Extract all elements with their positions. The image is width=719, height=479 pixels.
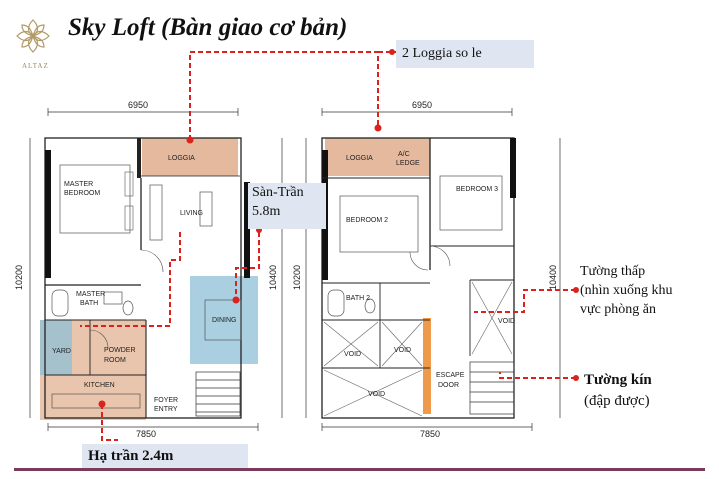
right-room-bedroom3: BEDROOM 3	[456, 186, 498, 193]
left-room-loggia: LOGGIA	[168, 155, 195, 162]
right-room-void-d: VOID	[498, 318, 515, 325]
right-room-void-a: VOID	[344, 351, 361, 358]
right-room-escape-1: ESCAPE	[436, 372, 465, 379]
left-room-master-1: MASTER	[64, 181, 93, 188]
floorplan-left: 6950 7850 10200 10400	[14, 100, 283, 439]
callout-ha-tran: Hạ trần 2.4m	[82, 444, 248, 468]
left-room-foyer-2: ENTRY	[154, 406, 178, 413]
callout-ha-tran-text: Hạ trần 2.4m	[88, 448, 174, 464]
callout-tuong-kin-line2: (đập được)	[584, 393, 650, 409]
left-room-kitchen: KITCHEN	[84, 382, 115, 389]
callout-loggia: 2 Loggia so le	[396, 40, 534, 68]
right-room-ac-1: A/C	[398, 151, 410, 158]
left-dim-left: 10200	[14, 265, 24, 290]
right-room-void-c: VOID	[368, 391, 385, 398]
right-room-bath2: BATH 2	[346, 295, 370, 302]
callout-san-tran-line1: Sàn-Trần	[252, 185, 304, 200]
right-room-loggia: LOGGIA	[346, 155, 373, 162]
left-dim-top: 6950	[128, 100, 148, 110]
footer-bar	[14, 468, 705, 471]
left-loggia-zone	[142, 138, 238, 176]
callout-tuong-kin-line1: Tường kín	[584, 372, 652, 388]
escape-door-wall	[423, 318, 431, 414]
altaz-logo: ALTAZ	[16, 19, 50, 70]
right-room-ac-2: LEDGE	[396, 160, 420, 167]
left-room-living: LIVING	[180, 210, 203, 217]
left-dim-bottom: 7850	[136, 429, 156, 439]
left-room-master-2: BEDROOM	[64, 190, 100, 197]
right-dim-bottom: 7850	[420, 429, 440, 439]
floorplan-right: 6950 7850 10200 10400	[292, 100, 561, 439]
callout-tuong-thap: Tường thấp (nhìn xuống khu vực phòng ăn	[580, 262, 673, 319]
right-dim-right: 10400	[548, 265, 558, 290]
right-room-bedroom2: BEDROOM 2	[346, 217, 388, 224]
left-room-foyer-1: FOYER	[154, 397, 178, 404]
callout-leaders	[80, 51, 576, 441]
left-dim-right: 10400	[268, 265, 278, 290]
right-dim-left: 10200	[292, 265, 302, 290]
callout-dots	[98, 49, 579, 408]
right-loggia-zone	[325, 138, 430, 176]
left-room-master-bath-2: BATH	[80, 300, 98, 307]
callout-tuong-kin: Tường kín (đập được)	[584, 370, 652, 412]
left-dining-zone	[190, 276, 258, 364]
callout-tuong-thap-line1: Tường thấp	[580, 264, 646, 279]
callout-san-tran-line2: 5.8m	[252, 204, 281, 219]
callout-san-tran: Sàn-Trần 5.8m	[248, 183, 326, 229]
logo-wordmark: ALTAZ	[22, 62, 49, 70]
right-room-escape-2: DOOR	[438, 382, 459, 389]
callout-tuong-thap-line2: (nhìn xuống khu	[580, 283, 673, 298]
left-room-master-bath-1: MASTER	[76, 291, 105, 298]
callout-loggia-text: 2 Loggia so le	[402, 46, 482, 61]
left-room-yard: YARD	[52, 348, 71, 355]
left-room-powder-1: POWDER	[104, 347, 136, 354]
right-room-void-b: VOID	[394, 347, 411, 354]
page-title: Sky Loft (Bàn giao cơ bản)	[68, 14, 348, 41]
right-dim-top: 6950	[412, 100, 432, 110]
left-room-powder-2: ROOM	[104, 357, 126, 364]
callout-tuong-thap-line3: vực phòng ăn	[580, 302, 657, 317]
left-room-dining: DINING	[212, 317, 237, 324]
